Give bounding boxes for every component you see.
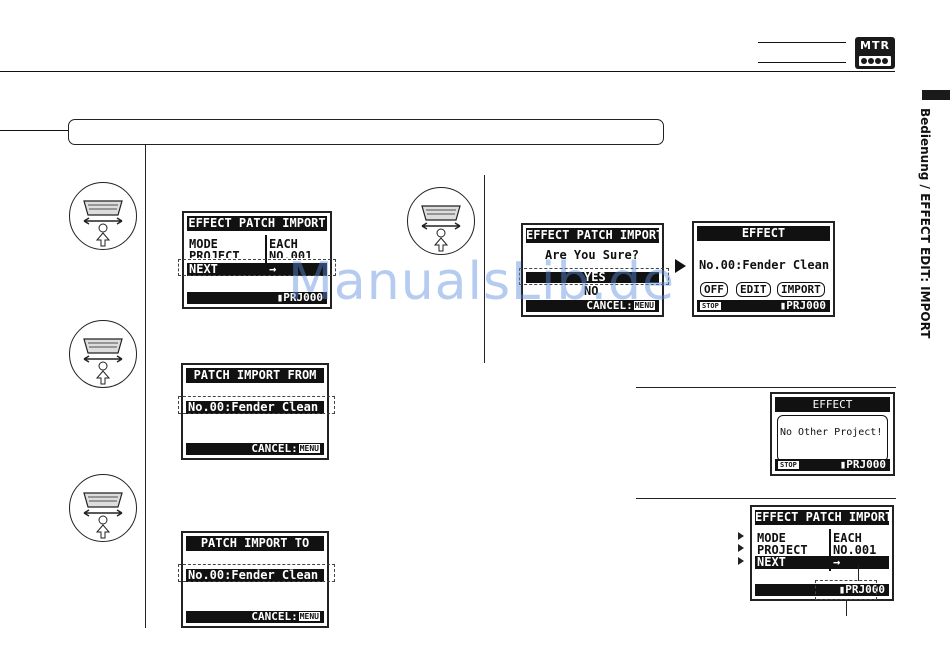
- lcd-effect-patch-import: EFFECT PATCH IMPORT MODE EACH PROJECT NO…: [182, 211, 332, 309]
- lcd-patch-import-from: PATCH IMPORT FROM No.00:Fender Clean CAN…: [181, 363, 329, 460]
- dial-icon: [69, 320, 137, 388]
- header-short-rule-1: [758, 42, 846, 43]
- lcd-title: EFFECT PATCH IMPORT: [526, 228, 664, 243]
- callout-line-2: [858, 565, 859, 581]
- project-label: PROJECT: [757, 543, 808, 557]
- title-lead-line: [0, 130, 68, 131]
- lcd-title: EFFECT: [697, 226, 830, 241]
- next-arrow-icon: →: [833, 555, 841, 569]
- folder-icon: ▮: [779, 299, 787, 312]
- next-label: NEXT: [189, 262, 218, 276]
- highlight-next: [178, 259, 336, 276]
- pointer-mode: [738, 532, 744, 540]
- confirm-question: Are You Sure?: [545, 248, 639, 262]
- stop-icon: STOP: [700, 302, 721, 310]
- header-rule: [0, 71, 895, 72]
- lcd-footer: ▮PRJ000: [755, 584, 889, 596]
- next-row[interactable]: NEXT →: [755, 556, 889, 569]
- dial-icon: [69, 474, 137, 542]
- project-value: NO.001: [833, 543, 877, 557]
- lcd-no-project: EFFECT No Other Project! STOP▮PRJ000: [770, 392, 895, 476]
- import-button[interactable]: IMPORT: [777, 282, 825, 297]
- highlight-to: [178, 564, 335, 582]
- side-tab-marker: [922, 90, 950, 100]
- highlight-from: [178, 396, 335, 414]
- dial-icon: [69, 182, 137, 250]
- left-column-divider: [145, 145, 146, 628]
- effect-patch-name: No.00:Fender Clean: [699, 258, 830, 272]
- lcd-title: PATCH IMPORT TO: [186, 536, 324, 551]
- middle-column-divider: [484, 175, 485, 363]
- note-rule-2: [636, 498, 896, 499]
- lcd-title: EFFECT PATCH IMPORT: [755, 510, 893, 525]
- pointer-project: [738, 544, 744, 552]
- lcd-confirm: EFFECT PATCH IMPORT Are You Sure? YES NO…: [521, 223, 664, 317]
- mode-label: MODE: [189, 237, 218, 251]
- edit-button[interactable]: EDIT: [736, 282, 771, 297]
- mode-value: EACH: [269, 237, 298, 251]
- patch-item-from[interactable]: No.00:Fender Clean: [186, 401, 324, 414]
- next-row[interactable]: NEXT →: [187, 263, 327, 276]
- lcd-divider: [829, 529, 831, 571]
- lcd-title: EFFECT: [775, 397, 890, 412]
- highlight-yes: [519, 268, 669, 285]
- lcd-footer: CANCEL:MENU: [186, 443, 324, 455]
- folder-icon: ▮: [839, 458, 847, 471]
- section-title-box: [68, 119, 664, 145]
- next-arrow-icon: →: [269, 262, 277, 276]
- highlight-footer: [815, 580, 877, 600]
- no-project-message: No Other Project!: [780, 427, 883, 438]
- project-value: NO.001: [269, 250, 313, 258]
- project-label: PROJECT: [189, 250, 240, 258]
- pointer-next: [738, 557, 744, 565]
- lcd-title: EFFECT PATCH IMPORT: [187, 216, 327, 231]
- lcd-footer: CANCEL:MENU: [526, 300, 659, 312]
- lcd-effect-patch-import-note: EFFECT PATCH IMPORT MODE EACH PROJECT NO…: [750, 505, 894, 601]
- dial-icon: [407, 187, 475, 255]
- folder-icon: ▮: [276, 291, 284, 304]
- callout-line: [846, 600, 847, 616]
- patch-item-to[interactable]: No.00:Fender Clean: [186, 569, 324, 582]
- stop-icon: STOP: [778, 461, 799, 469]
- folder-icon: ▮: [838, 583, 846, 596]
- next-label: NEXT: [757, 555, 786, 569]
- side-section-label: Bedienung / EFFECT EDIT: IMPORT: [918, 108, 932, 339]
- confirm-no[interactable]: NO: [584, 284, 599, 298]
- lcd-patch-import-to: PATCH IMPORT TO No.00:Fender Clean CANCE…: [181, 531, 329, 628]
- lcd-footer: STOP▮PRJ000: [697, 300, 830, 312]
- lcd-divider: [265, 235, 267, 275]
- lcd-title: PATCH IMPORT FROM: [186, 368, 324, 383]
- header-short-rule-2: [758, 62, 846, 63]
- confirm-yes[interactable]: YES: [526, 271, 659, 283]
- mtr-badge-icon: MTR: [855, 37, 895, 69]
- mode-value: EACH: [833, 531, 862, 545]
- arrow-right-icon: [675, 259, 686, 273]
- lcd-footer: STOP▮PRJ000: [775, 459, 890, 471]
- mode-label: MODE: [757, 531, 786, 545]
- watermark: ManualsLib.de: [288, 252, 676, 312]
- lcd-footer: ▮PRJ000: [187, 292, 327, 304]
- lcd-footer: CANCEL:MENU: [186, 611, 324, 623]
- lcd-effect-result: EFFECT No.00:Fender Clean OFF EDIT IMPOR…: [692, 221, 835, 317]
- off-button[interactable]: OFF: [700, 282, 728, 297]
- note-rule-1: [636, 387, 896, 388]
